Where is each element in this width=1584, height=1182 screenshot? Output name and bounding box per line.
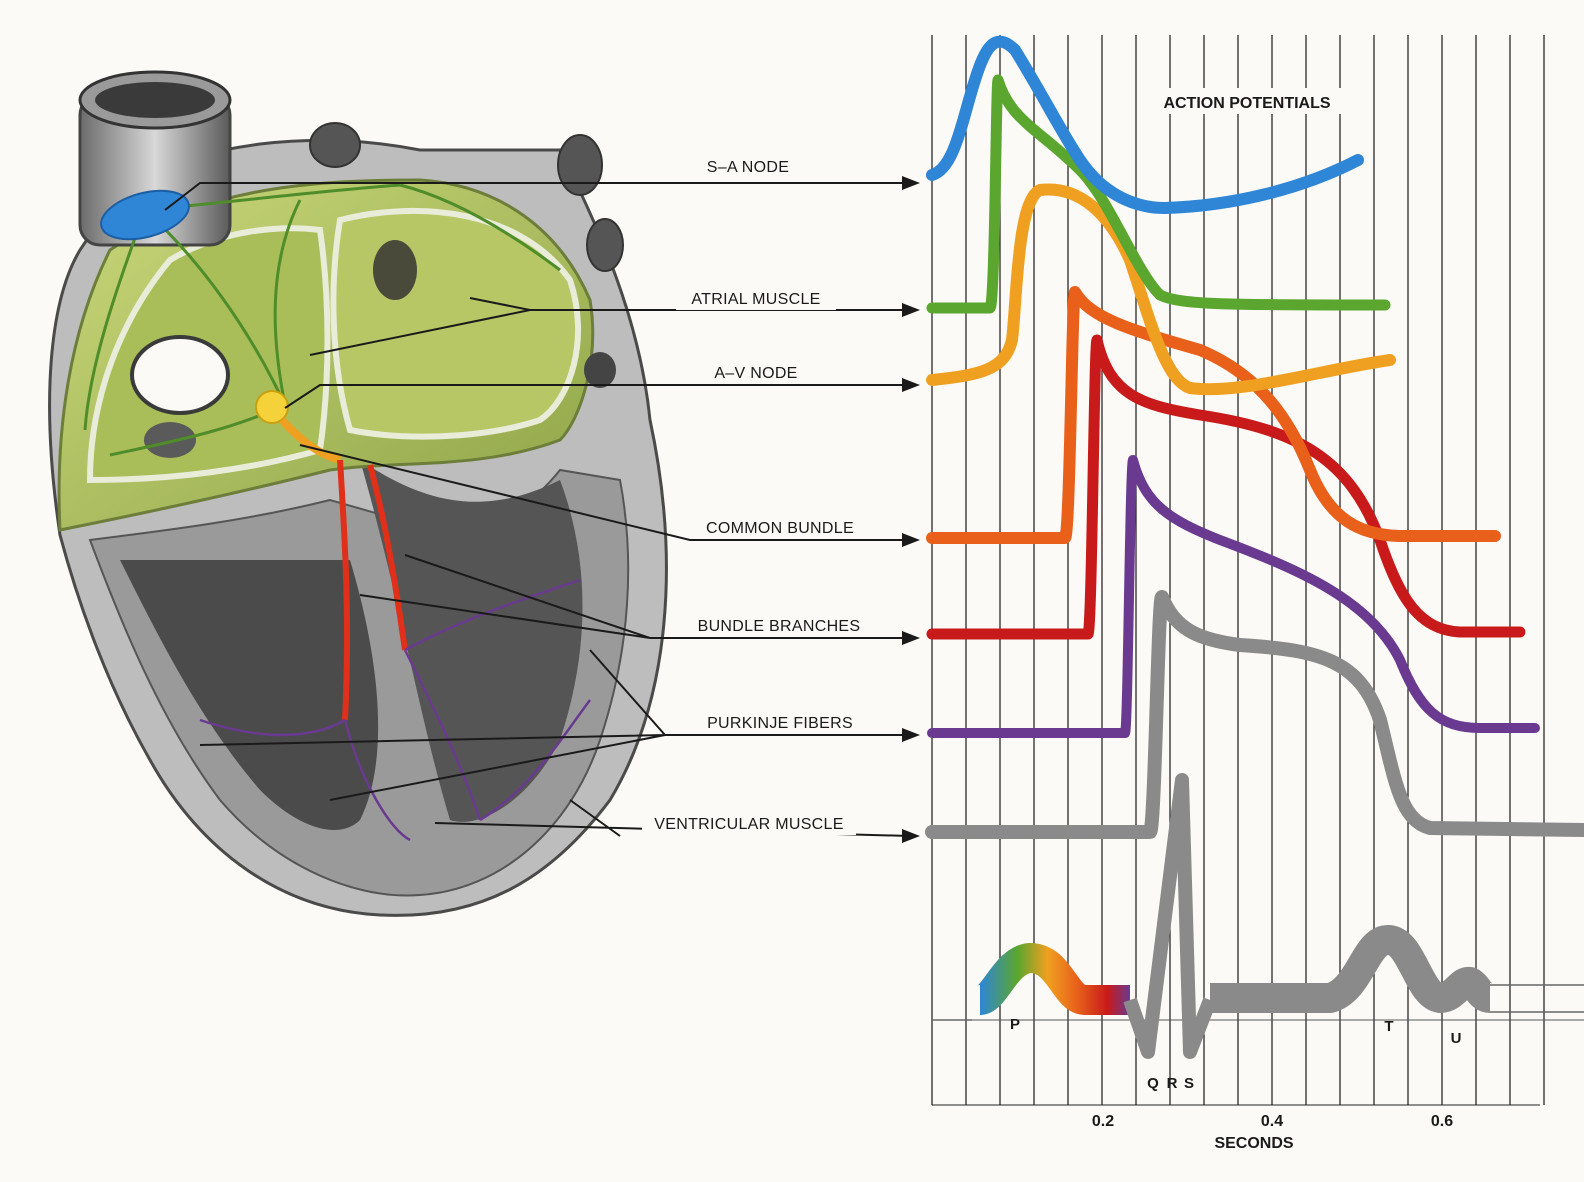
ecg-label-q: Q [1147,1075,1159,1092]
pulmonary-vein-4 [584,352,616,388]
arrowhead-ventricular-muscle [902,829,920,843]
label-common-bundle: COMMON BUNDLE [706,520,854,537]
arrowhead-purkinje-fibers [902,728,920,742]
leader-arrowheads [902,176,920,843]
trace-purkinje-fibers [932,460,1535,733]
ecg-label-r: R [1167,1075,1178,1092]
arrowhead-bundle-branches [902,631,920,645]
ecg-p-wave [980,958,1130,1000]
x-tick-0-4: 0.4 [1261,1113,1283,1130]
pulmonary-vein-3 [587,219,623,271]
vena-cava-lumen [95,82,215,118]
x-axis-label: SECONDS [1214,1135,1293,1152]
vena-cava-opening [132,337,228,413]
heart-illustration [50,72,667,915]
pulmonary-vein-opening [373,240,417,300]
label-purkinje-fibers: PURKINJE FIBERS [707,715,853,732]
x-tick-0-6: 0.6 [1431,1113,1453,1130]
chart-title: ACTION POTENTIALS [1163,95,1330,112]
ecg-label-u: U [1451,1030,1462,1047]
ecg-label-p: P [1010,1016,1020,1033]
label-ventricular-muscle: VENTRICULAR MUSCLE [654,816,843,833]
arrowhead-common-bundle [902,533,920,547]
av-node [256,391,288,423]
coronary-sinus-opening [144,422,196,458]
ecg-label-s: S [1184,1075,1194,1092]
arrowhead-sa-node [902,176,920,190]
label-av-node: A–V NODE [714,365,797,382]
pulmonary-vein-1 [310,123,360,167]
pulmonary-vein-2 [558,135,602,195]
x-tick-0-2: 0.2 [1092,1113,1114,1130]
ecg-trace [932,780,1584,1052]
ecg-st-t-wave [1210,940,1490,998]
label-bundle-branches: BUNDLE BRANCHES [698,618,861,635]
label-atrial-muscle: ATRIAL MUSCLE [691,291,820,308]
arrowhead-av-node [902,378,920,392]
action-potential-traces [932,42,1584,832]
label-sa-node: S–A NODE [707,159,789,176]
chart-grid [932,1020,1584,1105]
arrowhead-atrial-muscle [902,303,920,317]
ecg-label-t: T [1384,1018,1393,1035]
